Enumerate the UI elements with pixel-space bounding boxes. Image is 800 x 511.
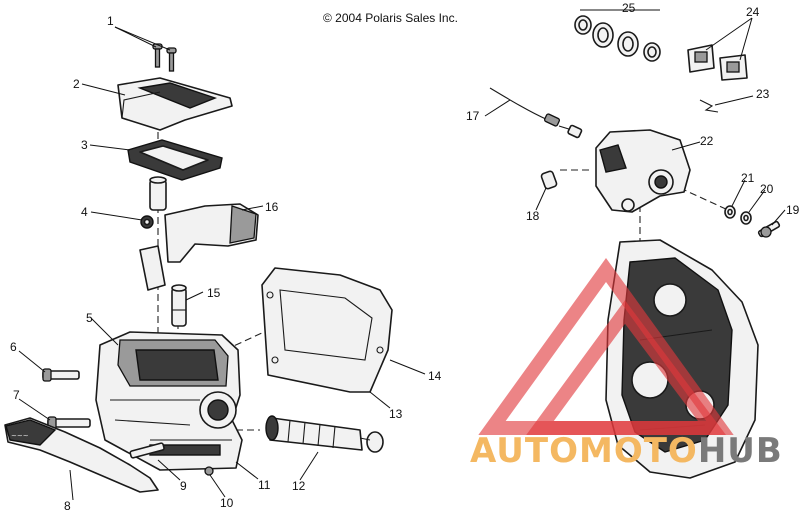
callout-15: 15 bbox=[207, 286, 221, 300]
part-3-diaphragm bbox=[127, 139, 223, 181]
callout-17: 17 bbox=[466, 109, 480, 123]
part-10-nut bbox=[204, 466, 214, 476]
watermark-word-moto: MOTO bbox=[579, 431, 698, 471]
callout-3: 3 bbox=[81, 138, 88, 152]
watermark-text: AUTOMOTOHUB bbox=[470, 431, 783, 471]
part-1-screws bbox=[152, 43, 177, 72]
part-13-cover-plate bbox=[261, 267, 393, 393]
leader-lines bbox=[18, 9, 786, 501]
callout-12: 12 bbox=[292, 479, 306, 493]
callout-16: 16 bbox=[265, 200, 279, 214]
part-7-bolt bbox=[47, 416, 91, 430]
part-25-seal-rings bbox=[574, 15, 661, 62]
part-12-piston bbox=[265, 415, 384, 453]
callout-21: 21 bbox=[741, 171, 755, 185]
part-4-fitting bbox=[140, 215, 154, 229]
lever-brand-mark: ~~~ bbox=[11, 432, 29, 440]
part-2-cover bbox=[117, 77, 233, 131]
watermark-word-hub: HUB bbox=[698, 431, 783, 471]
callout-18: 18 bbox=[526, 209, 540, 223]
watermark-word-auto: AUTO bbox=[470, 431, 579, 471]
watermark: AUTOMOTOHUB bbox=[470, 258, 783, 471]
part-18-bleeder bbox=[540, 170, 558, 190]
part-17-brake-line bbox=[489, 87, 583, 139]
callout-7: 7 bbox=[13, 388, 20, 402]
callout-13: 13 bbox=[389, 407, 403, 421]
callout-19: 19 bbox=[786, 203, 800, 217]
callout-23: 23 bbox=[756, 87, 770, 101]
part-16-bracket bbox=[139, 203, 259, 291]
callout-4: 4 bbox=[81, 205, 88, 219]
callout-10: 10 bbox=[220, 496, 234, 510]
callout-8: 8 bbox=[64, 499, 71, 511]
callout-11: 11 bbox=[258, 478, 271, 492]
part-22-caliper bbox=[595, 129, 691, 213]
callout-5: 5 bbox=[86, 311, 93, 325]
callout-20: 20 bbox=[760, 182, 774, 196]
callout-2: 2 bbox=[73, 77, 80, 91]
callout-22: 22 bbox=[700, 134, 714, 148]
plunger-piece bbox=[149, 176, 167, 211]
part-15-pin bbox=[171, 284, 187, 327]
copyright-text: © 2004 Polaris Sales Inc. bbox=[323, 11, 458, 25]
part-19-bolt bbox=[757, 220, 781, 238]
callout-labels: 1 2 3 4 5 6 7 8 9 10 11 12 13 14 15 16 1… bbox=[10, 1, 800, 511]
part-21-washer bbox=[724, 205, 736, 219]
part-6-bolt bbox=[42, 368, 80, 382]
callout-14: 14 bbox=[428, 369, 442, 383]
callout-6: 6 bbox=[10, 340, 17, 354]
callout-9: 9 bbox=[180, 479, 187, 493]
callout-1: 1 bbox=[107, 14, 114, 28]
part-20-washer bbox=[740, 211, 752, 225]
part-8-lever: ~~~ bbox=[4, 417, 159, 493]
callout-25: 25 bbox=[622, 1, 636, 15]
part-9-bolt bbox=[129, 442, 165, 459]
watermark-triangles bbox=[478, 258, 734, 435]
part-24-brake-pads bbox=[687, 44, 748, 81]
callout-24: 24 bbox=[746, 5, 760, 19]
part-23-clip bbox=[699, 99, 719, 113]
part-5-master-cylinder bbox=[95, 331, 243, 471]
